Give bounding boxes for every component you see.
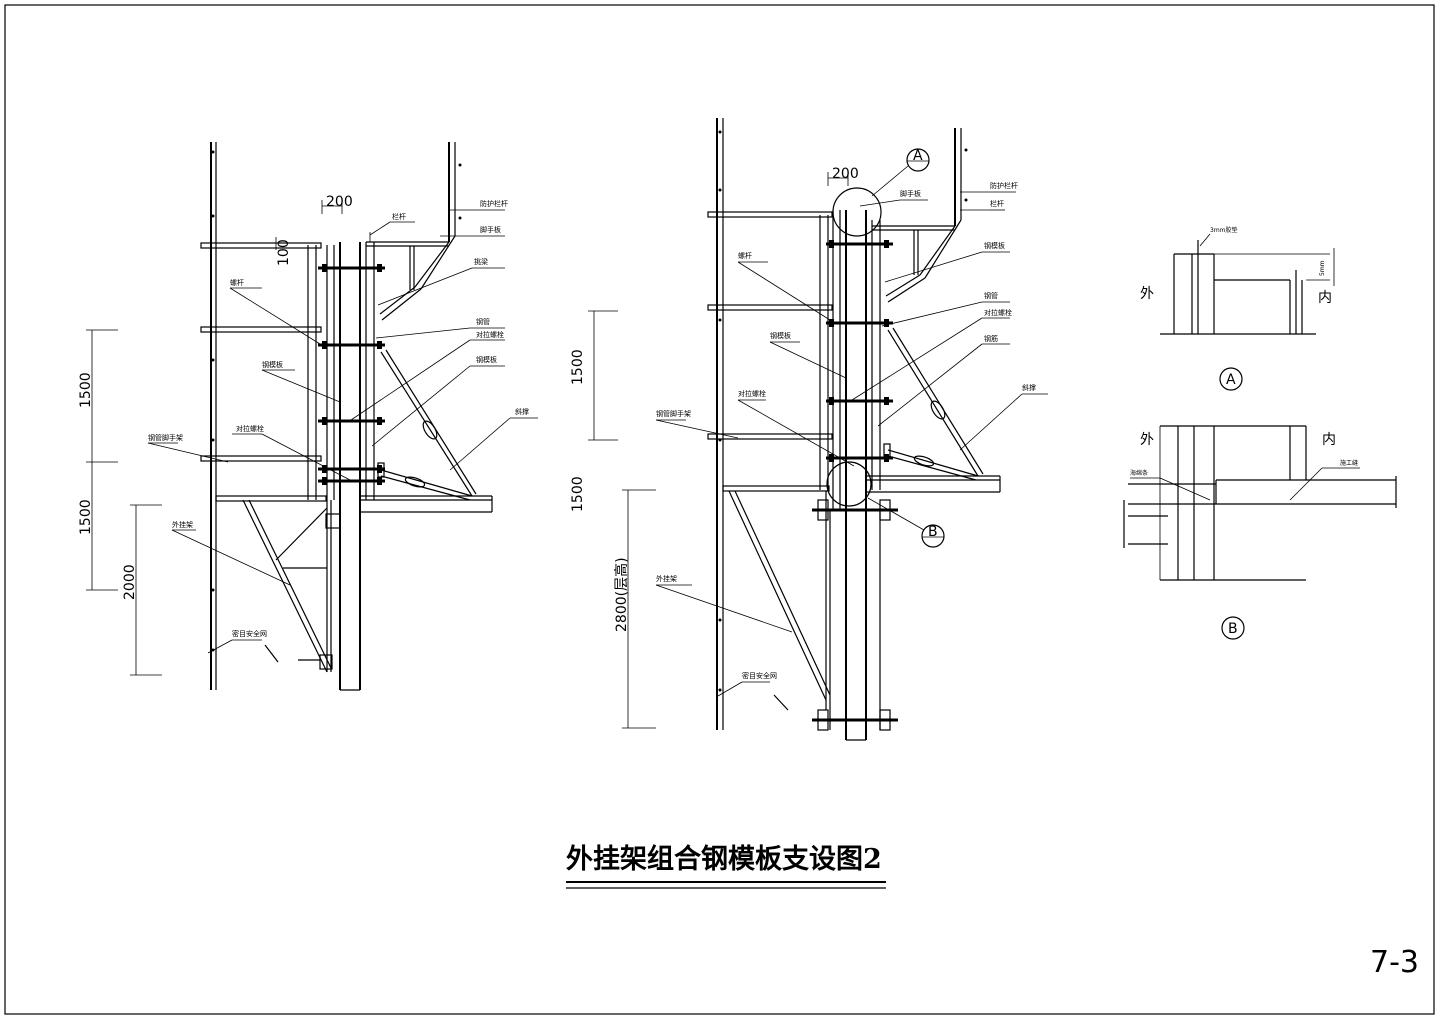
left-label-guardrail: 防护栏杆 <box>480 199 508 208</box>
left-label-formwork2: 钢模板 <box>262 360 283 369</box>
left-label-beam: 挑梁 <box>474 257 488 266</box>
detail-b <box>1123 425 1397 581</box>
mid-label-formwork2: 钢模板 <box>770 331 791 340</box>
left-label-tiebolt: 对拉螺栓 <box>476 330 504 339</box>
middle-dim-2800: 2800(层高) <box>613 557 630 632</box>
left-label-brace: 斜撑 <box>515 407 529 416</box>
detail-b-note-right: 施工缝 <box>1340 459 1358 467</box>
middle-dimensions <box>588 310 656 729</box>
mid-label-scaffold: 钢管脚手架 <box>656 409 691 418</box>
left-label-board: 脚手板 <box>480 225 501 234</box>
left-dim-2000: 2000 <box>122 564 138 600</box>
mid-label-pipe: 钢管 <box>984 291 998 300</box>
mid-label-railing: 栏杆 <box>990 199 1004 208</box>
detail-b-outer: 外 <box>1140 432 1154 448</box>
left-label-formwork: 钢模板 <box>476 355 497 364</box>
left-dim-1500-b: 1500 <box>78 499 94 535</box>
left-dim-top: 200 <box>326 194 353 210</box>
drawing-title: 外挂架组合钢模板支设图2 <box>566 843 882 875</box>
left-label-scaffold: 钢管脚手架 <box>148 433 183 442</box>
detail-a-outer: 外 <box>1140 286 1154 302</box>
mid-label-guardrail: 防护栏杆 <box>990 181 1018 190</box>
left-label-pipe: 钢管 <box>476 317 490 326</box>
detail-a-dim: 5mm <box>1319 260 1326 276</box>
mid-label-rebar: 钢筋 <box>984 334 998 343</box>
svg-text:B: B <box>1228 621 1238 637</box>
callout-a: A <box>871 148 930 197</box>
middle-dim-1500-b: 1500 <box>570 476 586 512</box>
detail-a-note: 3mm胶垫 <box>1210 226 1238 234</box>
left-label-hanger: 外挂架 <box>172 520 193 529</box>
left-label-net: 密目安全网 <box>232 629 267 638</box>
left-leaders <box>147 209 538 654</box>
mid-label-formwork: 钢模板 <box>984 241 1005 250</box>
callout-b-label: B <box>928 524 938 540</box>
left-dim-small: 100 <box>276 239 292 266</box>
mid-label-hanger: 外挂架 <box>656 574 677 583</box>
detail-a-caption: A <box>1219 367 1243 391</box>
left-label-bolt: 螺杆 <box>230 278 244 287</box>
mid-label-net: 密目安全网 <box>742 671 777 680</box>
sheet-number: 7-3 <box>1370 945 1419 980</box>
middle-leaders <box>655 191 1048 697</box>
middle-dim-1500-a: 1500 <box>570 349 586 385</box>
middle-elevation <box>707 118 1001 741</box>
detail-b-note-left: 海绵条 <box>1130 469 1148 477</box>
mid-label-bolt: 螺杆 <box>738 251 752 260</box>
left-dim-1500-a: 1500 <box>78 372 94 408</box>
mid-label-board: 脚手板 <box>900 189 921 198</box>
callout-a-label: A <box>913 148 923 164</box>
mid-label-tiebolt2: 对拉螺栓 <box>738 389 766 398</box>
left-labels: 栏杆 防护栏杆 脚手板 挑梁 钢管 对拉螺栓 钢模板 斜撑 外挂架 密目安全网 … <box>148 199 529 638</box>
detail-a <box>1160 233 1335 335</box>
left-dimensions <box>86 329 162 676</box>
left-label-railing: 栏杆 <box>392 212 406 221</box>
callout-b: B <box>867 497 945 548</box>
middle-labels: 防护栏杆 栏杆 脚手板 钢模板 钢管 对拉螺栓 钢筋 斜撑 螺杆 钢模板 对拉螺… <box>656 181 1036 680</box>
left-elevation <box>200 142 493 691</box>
detail-a-inner: 内 <box>1318 290 1332 306</box>
sheet-border <box>4 4 1435 1015</box>
mid-label-brace: 斜撑 <box>1022 383 1036 392</box>
middle-dim-top: 200 <box>832 166 859 182</box>
left-label-tiebolt2: 对拉螺栓 <box>236 424 264 433</box>
detail-b-inner: 内 <box>1322 432 1336 448</box>
detail-b-caption: B <box>1221 616 1245 640</box>
svg-text:A: A <box>1226 372 1236 388</box>
mid-label-tiebolt: 对拉螺栓 <box>984 308 1012 317</box>
